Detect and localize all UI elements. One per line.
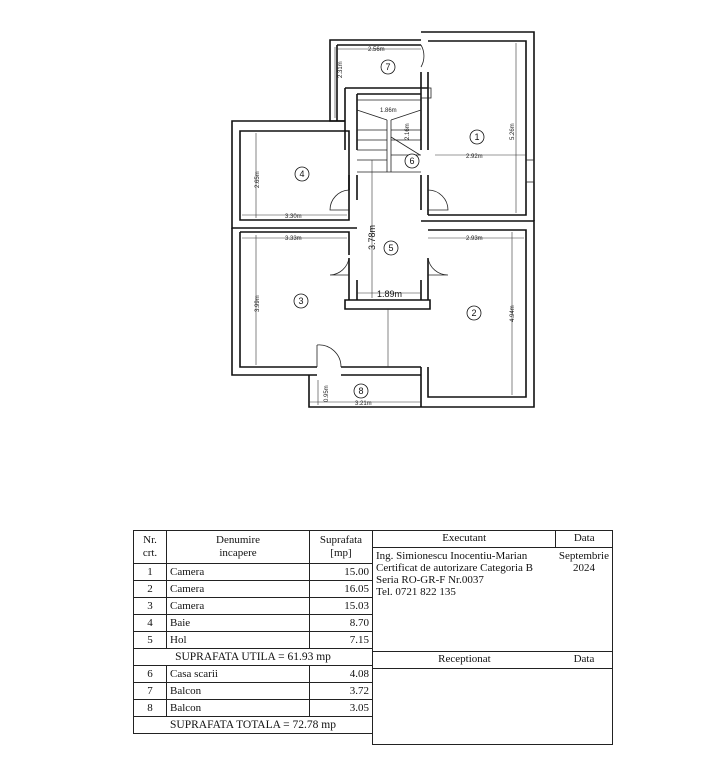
- dim-room1-width: 2.92m: [466, 154, 483, 160]
- room-number: 8: [358, 386, 363, 396]
- room-marker-4: 4: [294, 166, 310, 182]
- row-nr: 1: [133, 563, 167, 581]
- executant-certificate: Certificat de autorizare Categoria B: [376, 562, 533, 574]
- receptionat-date-header: Data: [555, 651, 613, 669]
- dim-stair-width: 1.86m: [380, 108, 397, 114]
- row-nr: 2: [133, 580, 167, 598]
- dim-room1-length: 5.26m: [510, 123, 516, 140]
- room-marker-5: 5: [383, 240, 399, 256]
- row-nr: 4: [133, 614, 167, 632]
- executant-header-row: Executant Data: [371, 530, 613, 548]
- row-name: Camera: [166, 563, 310, 581]
- row-name: Balcon: [166, 699, 310, 717]
- dim-hall-length: 3.78m: [367, 225, 377, 250]
- room-number: 5: [388, 243, 393, 253]
- dim-room4-width: 3.30m: [285, 214, 302, 220]
- row-nr: 8: [133, 699, 167, 717]
- receptionat-body: [372, 668, 613, 745]
- room-number: 2: [471, 308, 476, 318]
- room-marker-6: 6: [404, 153, 420, 169]
- dim-stair-depth: 2.16m: [405, 123, 411, 140]
- dim-balcony8-width: 3.21m: [355, 401, 372, 407]
- date-month: Septembrie: [558, 550, 609, 562]
- header-nr2: crt.: [142, 547, 158, 559]
- total-area: SUPRAFATA TOTALA = 72.78 mp: [133, 716, 373, 734]
- useful-area-row: SUPRAFATA UTILA = 61.93 mp: [133, 648, 373, 666]
- dim-room3-width: 3.33m: [285, 236, 302, 242]
- row-area: 3.72: [309, 682, 373, 700]
- dim-room4-length: 2.65m: [255, 171, 261, 188]
- useful-area-total: SUPRAFATA UTILA = 61.93 mp: [133, 648, 373, 666]
- executant-phone: Tel. 0721 822 135: [376, 586, 456, 598]
- executant-body-row: Ing. Simionescu Inocentiu-Marian Certifi…: [371, 547, 613, 652]
- row-nr: 7: [133, 682, 167, 700]
- row-nr: 3: [133, 597, 167, 615]
- dimension-lines: [242, 43, 526, 405]
- header-nr: Nr.: [143, 534, 157, 546]
- dim-hall-width: 1.89m: [377, 289, 402, 299]
- room-number: 3: [298, 296, 303, 306]
- row-name: Camera: [166, 580, 310, 598]
- dimension-labels: 2.56m 2.31m 1.86m 2.16m 2.92m 5.26m 2.65…: [255, 47, 516, 407]
- room-marker-3: 3: [293, 293, 309, 309]
- dim-room2-width: 2.93m: [466, 236, 483, 242]
- executant-name: Ing. Simionescu Inocentiu-Marian: [376, 550, 528, 562]
- row-nr: 6: [133, 665, 167, 683]
- room-number: 4: [299, 169, 304, 179]
- row-nr: 5: [133, 631, 167, 649]
- signature-table: Executant Data Ing. Simionescu Inocentiu…: [371, 530, 613, 745]
- row-name: Casa scarii: [166, 665, 310, 683]
- row-area: 16.05: [309, 580, 373, 598]
- row-area: 3.05: [309, 699, 373, 717]
- room-marker-8: 8: [353, 383, 369, 399]
- row-area: 7.15: [309, 631, 373, 649]
- dim-room2-length: 4.94m: [510, 305, 516, 322]
- dim-balcony7-width: 2.56m: [368, 47, 385, 53]
- header-area: Suprafata: [319, 534, 363, 546]
- room-number: 1: [474, 132, 479, 142]
- dim-balcony8-depth: 0.95m: [324, 385, 330, 402]
- row-name: Balcon: [166, 682, 310, 700]
- date-header: Data: [555, 530, 613, 548]
- row-area: 15.00: [309, 563, 373, 581]
- room-markers: 1 2 3 4 5 6 7 8: [293, 59, 485, 399]
- row-name: Camera: [166, 597, 310, 615]
- dim-room3-length: 3.99m: [255, 295, 261, 312]
- receptionat-header-row: Receptionat Data: [371, 651, 613, 669]
- executant-series: Seria RO-GR-F Nr.0037: [376, 574, 484, 586]
- walls: [231, 31, 535, 408]
- date-year: 2024: [572, 562, 595, 574]
- header-name: Denumire: [216, 534, 260, 546]
- row-area: 8.70: [309, 614, 373, 632]
- executant-header: Executant: [371, 530, 557, 548]
- row-name: Hol: [166, 631, 310, 649]
- room-number: 7: [385, 62, 390, 72]
- row-area: 15.03: [309, 597, 373, 615]
- row-name: Baie: [166, 614, 310, 632]
- total-area-row: SUPRAFATA TOTALA = 72.78 mp: [133, 716, 373, 734]
- dim-balcony7-depth: 2.31m: [338, 61, 344, 78]
- header-area2: [mp]: [330, 547, 352, 559]
- row-area: 4.08: [309, 665, 373, 683]
- room-marker-2: 2: [466, 305, 482, 321]
- receptionat-body-row: [372, 668, 613, 745]
- room-number: 6: [409, 156, 414, 166]
- room-marker-1: 1: [469, 129, 485, 145]
- room-marker-7: 7: [380, 59, 396, 75]
- receptionat-header: Receptionat: [371, 651, 556, 669]
- header-name2: incapere: [219, 547, 257, 559]
